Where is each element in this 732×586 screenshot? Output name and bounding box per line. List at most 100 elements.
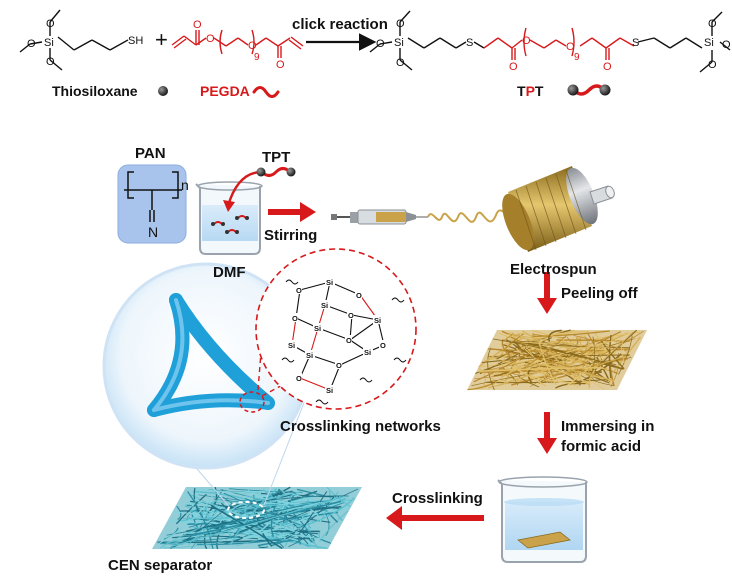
svg-text:O: O bbox=[46, 56, 55, 68]
network-atom: O bbox=[380, 341, 386, 350]
pan-label: PAN bbox=[135, 145, 166, 162]
fiber-strand bbox=[478, 336, 525, 368]
fiber-strand bbox=[304, 497, 355, 527]
svg-text:O: O bbox=[522, 35, 531, 47]
fiber-strand bbox=[235, 531, 296, 547]
fiber-strand bbox=[490, 377, 495, 382]
network-chain-end bbox=[391, 297, 405, 303]
fiber-strand bbox=[584, 336, 588, 352]
fiber-strand bbox=[229, 488, 278, 545]
network-atom-bg bbox=[373, 315, 383, 324]
tpt-product-label: TPT bbox=[517, 83, 544, 99]
fiber-strand bbox=[567, 346, 576, 360]
network-atom: O bbox=[336, 361, 342, 370]
fiber-strand bbox=[509, 364, 547, 387]
network-atom: O bbox=[356, 291, 362, 300]
fiber-strand bbox=[479, 366, 604, 372]
fiber-strand bbox=[507, 359, 598, 371]
fiber-strand bbox=[473, 345, 542, 383]
network-atom: Si bbox=[326, 386, 333, 395]
fiber-strand bbox=[566, 363, 593, 387]
network-atom-bg bbox=[320, 300, 330, 309]
thiosiloxane-structure bbox=[19, 9, 129, 71]
pegda-wave-icon bbox=[252, 86, 280, 98]
fiber-strand bbox=[163, 540, 223, 549]
electrospun-mat bbox=[467, 329, 647, 391]
stirring-label: Stirring bbox=[264, 227, 318, 244]
fiber-strand bbox=[243, 512, 318, 539]
fiber-strand bbox=[587, 331, 634, 373]
network-atom-bg bbox=[305, 350, 315, 359]
network-atom-bg bbox=[363, 347, 373, 356]
fiber-strand bbox=[235, 499, 352, 510]
crosslinking-arrow bbox=[386, 506, 484, 530]
svg-text:9: 9 bbox=[254, 52, 260, 63]
fiber-strand bbox=[548, 329, 562, 342]
tpt-atoms: Si O O O S O O O 9 O S Si O O O bbox=[376, 18, 731, 73]
collector-drum-icon bbox=[502, 166, 615, 252]
thiosiloxane-atoms: Si O O O SH bbox=[27, 18, 143, 68]
svg-text:O: O bbox=[566, 41, 575, 53]
network-atom: Si bbox=[364, 348, 371, 357]
network-atom: O bbox=[292, 314, 298, 323]
fiber-strand bbox=[531, 330, 590, 340]
fiber-strand bbox=[478, 367, 486, 389]
fiber-strand bbox=[218, 527, 226, 536]
network-chain-end bbox=[315, 399, 329, 405]
cen-separator-label: CEN separator bbox=[108, 557, 213, 574]
network-atom-bg bbox=[379, 340, 386, 349]
thiosiloxane-ball-icon bbox=[158, 86, 168, 96]
peeling-off-label: Peeling off bbox=[561, 285, 638, 302]
fiber-strand bbox=[474, 364, 543, 380]
fiber-strand bbox=[176, 505, 182, 521]
formic-acid-beaker-icon bbox=[497, 476, 588, 563]
tpt-red-segment bbox=[483, 27, 635, 60]
fiber-strand bbox=[159, 543, 184, 545]
fiber-junction-fibers bbox=[147, 293, 275, 417]
svg-text:SH: SH bbox=[128, 35, 143, 47]
plus-sign: + bbox=[155, 27, 168, 52]
svg-text:Si: Si bbox=[44, 37, 54, 49]
network-bond bbox=[317, 327, 351, 341]
peeling-off-arrow bbox=[537, 272, 557, 314]
fiber-strand bbox=[467, 380, 498, 391]
network-atom: Si bbox=[314, 324, 321, 333]
network-chain-end bbox=[359, 377, 373, 383]
svg-text:O: O bbox=[722, 39, 731, 51]
fiber-strand bbox=[170, 495, 344, 548]
tpt-addition-arrowhead bbox=[223, 200, 235, 212]
immersing-arrow bbox=[537, 412, 557, 454]
fiber-strand bbox=[203, 534, 208, 550]
nitrile-n-label: N bbox=[148, 224, 159, 240]
network-atom: O bbox=[296, 286, 302, 295]
fiber-strand bbox=[261, 502, 293, 509]
network-atom-bg bbox=[325, 277, 335, 286]
fiber-strand bbox=[181, 527, 321, 539]
fiber-strand bbox=[580, 356, 624, 375]
fiber-strand bbox=[309, 508, 322, 523]
network-zoom-circle bbox=[255, 248, 417, 410]
pegda-structure bbox=[171, 29, 304, 58]
fiber-strand bbox=[554, 340, 591, 370]
network-atom-bg bbox=[325, 385, 335, 394]
fiber-strand bbox=[594, 330, 600, 339]
fiber-strand bbox=[291, 490, 299, 500]
svg-text:Si: Si bbox=[704, 37, 714, 49]
fiber-strand bbox=[207, 500, 320, 531]
dmf-label: DMF bbox=[213, 264, 246, 281]
fiber-strand bbox=[243, 488, 277, 493]
fiber-strand bbox=[542, 362, 591, 384]
fiber-strand bbox=[497, 358, 590, 387]
network-chain-end bbox=[285, 279, 299, 285]
network-atom: Si bbox=[374, 316, 381, 325]
svg-text:O: O bbox=[46, 18, 55, 30]
svg-text:O: O bbox=[396, 18, 405, 30]
svg-text:O: O bbox=[276, 59, 285, 71]
network-atom: O bbox=[346, 336, 352, 345]
fiber-strand bbox=[296, 488, 325, 497]
svg-text:O: O bbox=[708, 18, 717, 30]
fiber-strand bbox=[185, 496, 288, 505]
svg-text:9: 9 bbox=[574, 52, 580, 63]
network-chain-end bbox=[393, 357, 407, 363]
